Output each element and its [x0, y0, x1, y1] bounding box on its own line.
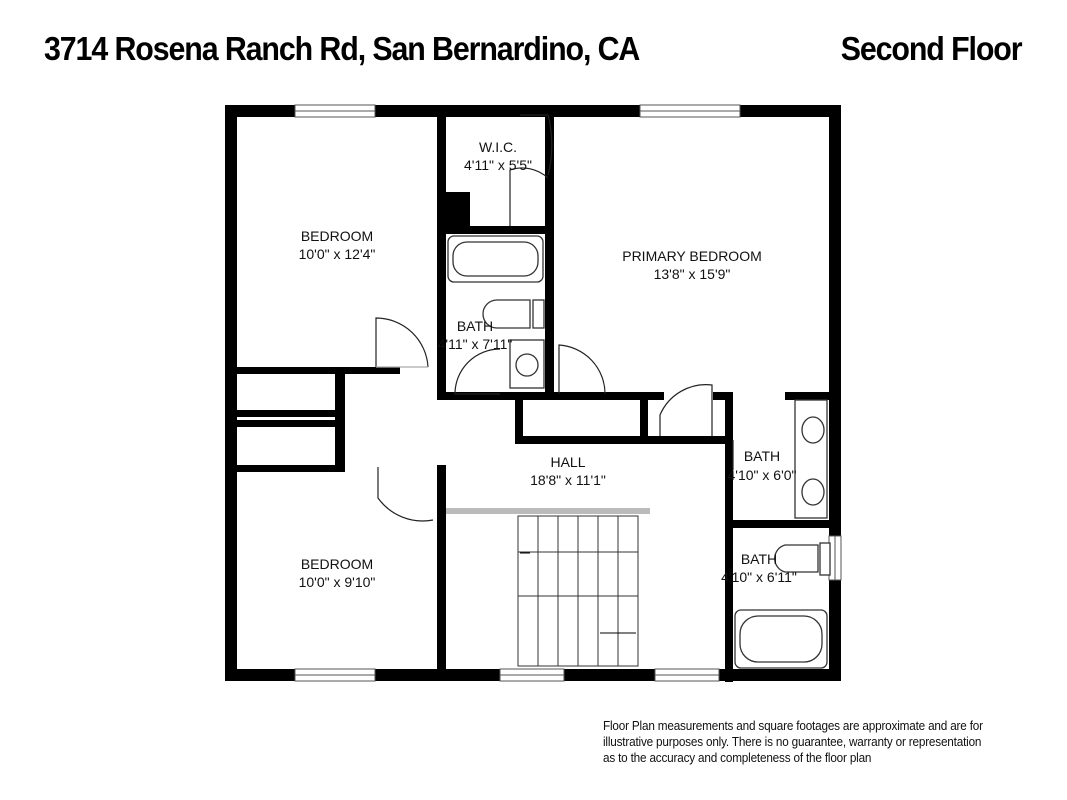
- bedroom-bottom-dims: 10'0" x 9'10": [299, 574, 376, 590]
- windows: [294, 104, 842, 682]
- bath-center-dims: 4'11" x 7'11": [438, 336, 513, 352]
- bath-primary-dims: 4'10" x 6'0": [728, 467, 797, 483]
- room-labels: BEDROOM 10'0" x 12'4" W.I.C. 4'11" x 5'5…: [299, 139, 797, 590]
- disclaimer-line-1: Floor Plan measurements and square foota…: [603, 719, 983, 733]
- floor-title: Second Floor: [840, 30, 1022, 67]
- primary-bedroom-name: PRIMARY BEDROOM: [622, 248, 762, 264]
- bath-small-name: BATH: [741, 551, 777, 567]
- walls: [225, 105, 841, 682]
- fixtures: [447, 235, 831, 669]
- wic-name: W.I.C.: [479, 139, 517, 155]
- bedroom-top-dims: 10'0" x 12'4": [299, 246, 376, 262]
- disclaimer-line-2: illustrative purposes only. There is no …: [603, 735, 982, 749]
- hall-dims: 18'8" x 11'1": [530, 472, 606, 488]
- bath-small-dims: 4'10" x 6'11": [721, 569, 797, 585]
- hall-name: HALL: [550, 454, 585, 470]
- wic-shelf: [446, 192, 470, 226]
- primary-bedroom-dims: 13'8" x 15'9": [654, 266, 731, 282]
- bath-primary-name: BATH: [744, 448, 780, 464]
- wic-dims: 4'11" x 5'5": [464, 157, 532, 173]
- doors: [375, 114, 734, 522]
- bedroom-bottom-name: BEDROOM: [301, 556, 373, 572]
- disclaimer-line-3: as to the accuracy and completeness of t…: [603, 751, 872, 765]
- bath-center-name: BATH: [457, 318, 493, 334]
- disclaimer: Floor Plan measurements and square foota…: [603, 718, 1007, 766]
- stairs: [517, 515, 639, 667]
- bedroom-top-name: BEDROOM: [301, 228, 373, 244]
- address-title: 3714 Rosena Ranch Rd, San Bernardino, CA: [44, 30, 640, 67]
